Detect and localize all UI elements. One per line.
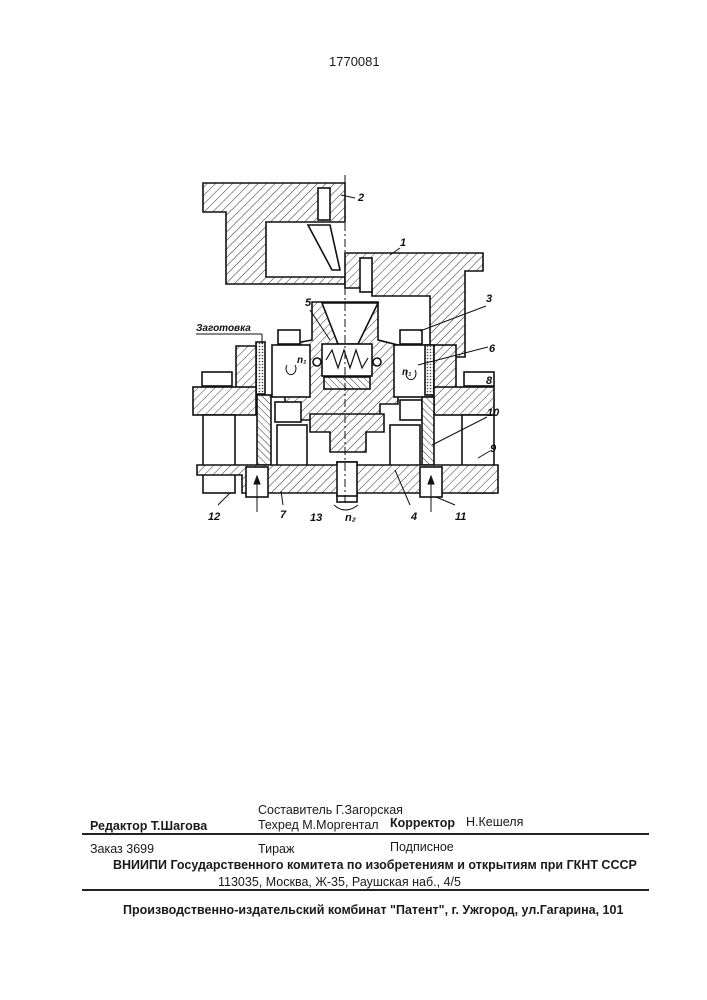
label-9: 9 bbox=[490, 443, 497, 455]
proofreader-label: Корректор bbox=[390, 816, 455, 830]
label-12: 12 bbox=[208, 511, 220, 523]
label-workpiece: Заготовка bbox=[196, 323, 251, 334]
editor: Редактор Т.Шагова bbox=[90, 819, 207, 833]
address: 113035, Москва, Ж-35, Раушская наб., 4/5 bbox=[218, 875, 461, 889]
label-n1-left: n₁ bbox=[297, 355, 307, 366]
label-13: 13 bbox=[310, 512, 322, 524]
label-6: 6 bbox=[489, 343, 496, 355]
order-number: Заказ 3699 bbox=[90, 842, 154, 856]
publisher: Производственно-издательский комбинат "П… bbox=[123, 903, 623, 917]
label-10: 10 bbox=[487, 407, 500, 419]
compiler: Составитель Г.Загорская bbox=[258, 803, 403, 817]
divider bbox=[82, 833, 649, 835]
label-5: 5 bbox=[305, 297, 312, 309]
organization: ВНИИПИ Государственного комитета по изоб… bbox=[113, 858, 637, 872]
label-1: 1 bbox=[400, 237, 406, 249]
label-n1-right: n₁ bbox=[402, 367, 412, 378]
label-4: 4 bbox=[410, 511, 417, 523]
circulation: Тираж bbox=[258, 842, 294, 856]
subscription: Подписное bbox=[390, 840, 454, 854]
label-3: 3 bbox=[486, 293, 492, 305]
divider bbox=[82, 889, 649, 891]
label-n2: n₂ bbox=[345, 512, 356, 524]
label-2: 2 bbox=[357, 192, 364, 204]
label-8: 8 bbox=[486, 375, 493, 387]
workpiece-right bbox=[425, 345, 434, 395]
proofreader-name: Н.Кешеля bbox=[466, 815, 523, 829]
tech-editor: Техред М.Моргентал bbox=[258, 818, 379, 832]
label-7: 7 bbox=[280, 509, 287, 521]
workpiece-left bbox=[256, 342, 265, 394]
tool-left bbox=[272, 345, 310, 397]
label-11: 11 bbox=[455, 511, 466, 523]
